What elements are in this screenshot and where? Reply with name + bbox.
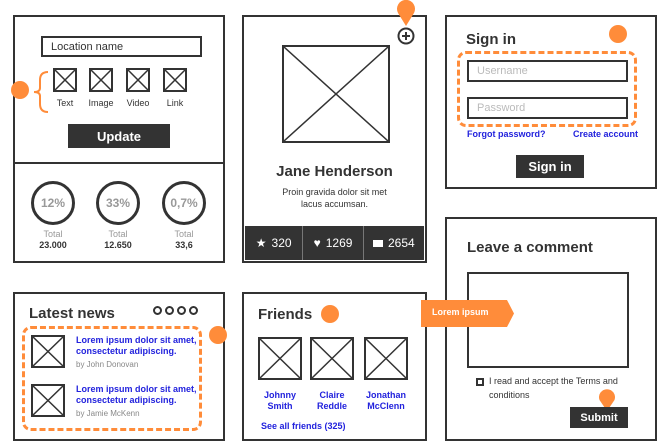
- annotation-dot: [609, 25, 627, 43]
- comment-panel: [445, 217, 657, 441]
- media-1-icon[interactable]: [89, 68, 113, 92]
- friend-avatar[interactable]: [258, 337, 302, 380]
- news-author: by Jamie McKenn: [76, 409, 140, 418]
- divider: [13, 162, 225, 164]
- star-icon: ★: [255, 236, 267, 250]
- pin-icon: [397, 0, 415, 26]
- annotation-highlight: [22, 326, 202, 431]
- likes-stat[interactable]: ♥1269: [303, 226, 364, 260]
- media-3-icon[interactable]: [163, 68, 187, 92]
- stat-total: 23.000: [39, 240, 67, 250]
- update-button[interactable]: Update: [68, 124, 170, 148]
- profile-desc: lacus accumsan.: [300, 199, 369, 209]
- heart-icon: ♥: [313, 236, 321, 250]
- location-input[interactable]: Location name: [41, 36, 202, 57]
- profile-desc: Proin gravida dolor sit met: [282, 187, 387, 197]
- carousel-dot[interactable]: [153, 306, 162, 315]
- brace-icon: [33, 71, 49, 113]
- carousel-dot[interactable]: [177, 306, 186, 315]
- friend-name[interactable]: Smith: [267, 401, 293, 411]
- news-thumbnail: [31, 335, 65, 368]
- annotation-dot: [11, 81, 29, 99]
- annotation-dot: [209, 326, 227, 344]
- friend-avatar[interactable]: [310, 337, 354, 380]
- media-label: Video: [126, 98, 150, 108]
- carousel-dot[interactable]: [189, 306, 198, 315]
- signin-title: Sign in: [466, 31, 516, 48]
- friend-name[interactable]: Johnny: [263, 390, 296, 400]
- profile-image: [282, 45, 390, 143]
- stat-label: Total: [174, 229, 194, 239]
- friend-name[interactable]: Jonathan: [365, 390, 406, 400]
- stat-gauge: 12%: [31, 181, 75, 225]
- media-2-icon[interactable]: [126, 68, 150, 92]
- friend-name[interactable]: Reddle: [316, 401, 347, 411]
- profile-stats-bar: ★320 ♥1269 2654: [245, 226, 424, 260]
- friend-avatar[interactable]: [364, 337, 408, 380]
- stat-gauge: 0,7%: [162, 181, 206, 225]
- stat-total: 33,6: [175, 240, 193, 250]
- stars-stat[interactable]: ★320: [245, 226, 304, 260]
- comment-title: Leave a comment: [467, 239, 593, 256]
- news-thumbnail: [31, 384, 65, 417]
- news-headline[interactable]: Lorem ipsum dolor sit amet,: [76, 335, 197, 345]
- stat-total: 12.650: [104, 240, 132, 250]
- comments-stat[interactable]: 2654: [364, 226, 424, 260]
- submit-button[interactable]: Submit: [570, 407, 628, 428]
- stat-label: Total: [108, 229, 128, 239]
- stat-label: Total: [43, 229, 63, 239]
- friends-title: Friends: [258, 306, 313, 323]
- news-headline[interactable]: consectetur adipiscing.: [76, 395, 177, 405]
- media-0-icon[interactable]: [53, 68, 77, 92]
- carousel-dots[interactable]: [153, 306, 198, 315]
- forgot-password-link[interactable]: Forgot password?: [467, 129, 546, 139]
- news-title: Latest news: [29, 305, 115, 322]
- media-label: Text: [56, 98, 74, 108]
- friend-name[interactable]: Claire: [319, 390, 345, 400]
- friend-name[interactable]: McClenn: [367, 401, 405, 411]
- see-all-friends-link[interactable]: See all friends (325): [261, 421, 346, 431]
- news-author: by John Donovan: [76, 360, 139, 369]
- annotation-dot: [321, 305, 339, 323]
- stat-gauge: 33%: [96, 181, 140, 225]
- carousel-dot[interactable]: [165, 306, 174, 315]
- username-input[interactable]: Username: [467, 60, 628, 82]
- callout-tag: [421, 300, 514, 327]
- news-headline[interactable]: Lorem ipsum dolor sit amet,: [76, 384, 197, 394]
- create-account-link[interactable]: Create account: [573, 129, 639, 139]
- callout-tag-label: Lorem ipsum: [432, 307, 489, 317]
- pin-icon: [599, 389, 615, 411]
- signin-button[interactable]: Sign in: [516, 155, 584, 178]
- password-input[interactable]: Password: [467, 97, 628, 119]
- media-label: Link: [166, 98, 184, 108]
- terms-checkbox[interactable]: [476, 378, 484, 386]
- terms-label: I read and accept the Terms and: [489, 376, 618, 386]
- media-label: Image: [88, 98, 114, 108]
- news-headline[interactable]: consectetur adipiscing.: [76, 346, 177, 356]
- profile-name: Jane Henderson: [276, 163, 393, 180]
- plus-circle-icon[interactable]: [397, 27, 415, 45]
- terms-label: conditions: [489, 390, 530, 400]
- annotation-highlight: [457, 51, 637, 127]
- speech-bubble-icon: [372, 239, 383, 247]
